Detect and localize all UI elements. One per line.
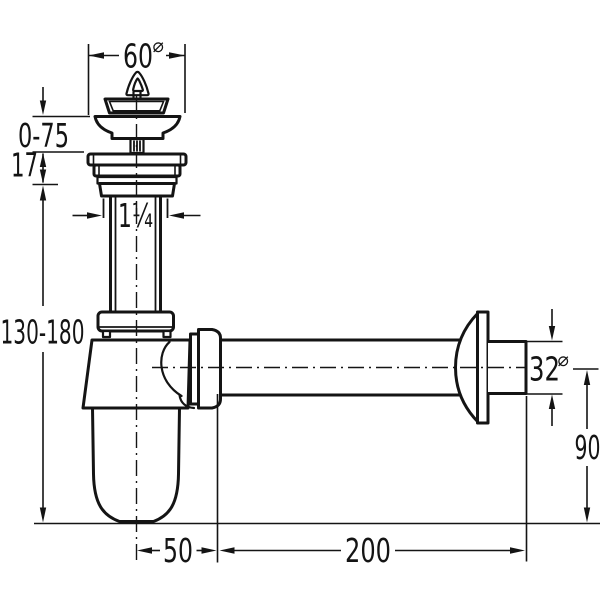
- center-lines: [135, 96, 527, 560]
- dim-label-1-1-4: 1¼: [118, 196, 153, 235]
- baseline: [34, 394, 600, 563]
- dim-strainer-diameter: 60 ⌀: [87, 35, 186, 115]
- outlet-pipe: [219, 338, 479, 397]
- dim-label-17: 17: [11, 146, 38, 185]
- dim-inlet-thread-size: 1¼: [72, 196, 201, 235]
- trap-inlet-nut: [96, 310, 175, 339]
- strainer-body: [93, 115, 182, 155]
- inlet-tailpipe: [102, 194, 169, 317]
- dim-label-130-180: 130-180: [1, 313, 85, 352]
- dim-inlet-height-range: 130-180: [1, 185, 85, 523]
- stopper-pull-ring: [125, 70, 150, 101]
- dim-label-50: 50: [163, 531, 193, 570]
- dim-label-90: 90: [575, 428, 600, 467]
- dim-outlet-center-height: 90: [573, 368, 600, 523]
- dim-label-32: 32: [529, 350, 560, 389]
- outlet-nut: [189, 328, 222, 410]
- dim-outlet-diameter: 32 ⌀: [526, 309, 569, 426]
- diameter-symbol-top: ⌀: [153, 35, 164, 57]
- dim-stopper-adjust-range: 0-75: [18, 87, 90, 155]
- dim-label-60: 60: [123, 37, 153, 76]
- trap-body: [81, 338, 196, 410]
- dim-label-0-75: 0-75: [18, 116, 69, 155]
- dim-outlet-length: 200: [219, 531, 525, 570]
- dim-center-to-outlet: 50: [137, 531, 217, 570]
- diameter-symbol-outlet: ⌀: [558, 349, 569, 371]
- dim-label-200: 200: [345, 531, 391, 570]
- dim-flange-stack-height: 17: [11, 146, 84, 186]
